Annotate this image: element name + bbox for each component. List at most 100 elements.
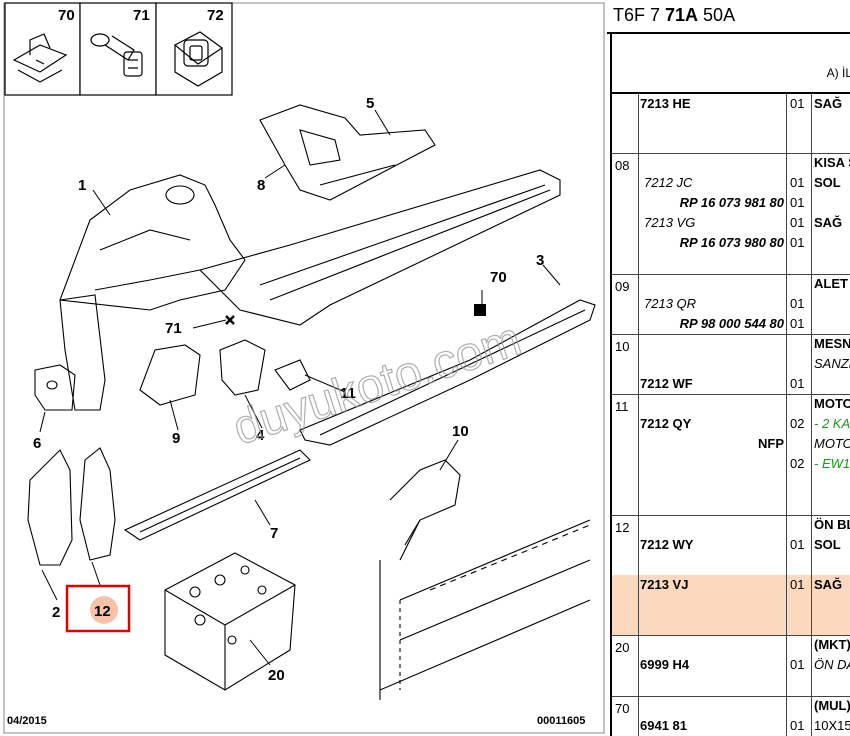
- callout-8: 8: [257, 177, 265, 194]
- quantity: 01: [790, 657, 805, 672]
- description: ALET: [814, 276, 848, 291]
- thumb-label-72: 72: [207, 7, 224, 24]
- column-divider: [811, 635, 812, 696]
- callout-1: 1: [78, 177, 86, 194]
- description: (MUL): [814, 698, 850, 713]
- part-reference: RP 98 000 544 80: [679, 316, 784, 331]
- description: - 2 KA: [814, 416, 850, 431]
- quantity: 01: [790, 235, 805, 250]
- item-number: 12: [615, 520, 630, 535]
- item-number: 70: [615, 701, 630, 716]
- callout-20: 20: [268, 667, 285, 684]
- fixing-point-square-icon: [474, 304, 486, 316]
- callout-2: 2: [52, 604, 60, 621]
- table-subheader: A) İL: [610, 34, 850, 94]
- quantity: 01: [790, 195, 805, 210]
- part-reference: 6999 H4: [640, 657, 690, 672]
- table-row[interactable]: 70 (MUL) 6941 81 01 10X15: [610, 696, 850, 736]
- callout-71: 71: [165, 320, 182, 337]
- pin-71-icon: [90, 33, 143, 77]
- part-reference: 7213 QR: [644, 296, 697, 311]
- quantity: 01: [790, 537, 805, 552]
- item-number: 11: [615, 399, 629, 414]
- column-divider: [811, 334, 812, 394]
- part-reference: 7212 QY: [640, 416, 692, 431]
- thumb-label-70: 70: [58, 7, 75, 24]
- quantity: 01: [790, 376, 805, 391]
- table-row[interactable]: 10 MESN SANZI 7212 WF 01: [610, 334, 850, 395]
- column-divider: [638, 515, 639, 575]
- part-reference: RP 16 073 981 80: [679, 195, 784, 210]
- column-divider: [811, 94, 812, 153]
- column-divider: [638, 94, 639, 153]
- column-divider: [811, 515, 812, 575]
- column-divider: [811, 394, 812, 515]
- table-header: T6F 7 71A 50A: [607, 0, 850, 34]
- item-number: 20: [615, 640, 630, 655]
- description: ÖN DA: [814, 657, 850, 672]
- description: SAĞ: [814, 577, 843, 592]
- description: MESN: [814, 336, 850, 351]
- description: SOL: [814, 537, 841, 552]
- quantity: 01: [790, 175, 805, 190]
- item-number: 10: [615, 339, 630, 354]
- callout-7: 7: [270, 525, 278, 542]
- quantity: 01: [790, 718, 805, 733]
- column-divider: [638, 334, 639, 394]
- table-row[interactable]: 20 (MKT) 6999 H4 01 ÖN DA: [610, 635, 850, 697]
- column-divider: [811, 153, 812, 274]
- part-reference: 7212 WY: [640, 537, 694, 552]
- thumb-label-71: 71: [133, 7, 150, 24]
- part-reference: 7213 HE: [640, 96, 691, 111]
- grommet-72-icon: [173, 31, 224, 87]
- diagram-date: 04/2015: [7, 715, 47, 727]
- quantity: 02: [790, 456, 805, 471]
- diagram-ref: 00011605: [537, 715, 585, 727]
- quantity: 01: [790, 215, 805, 230]
- column-divider: [811, 575, 812, 635]
- column-divider: [638, 153, 639, 274]
- callout-5: 5: [366, 95, 374, 112]
- column-divider: [638, 394, 639, 515]
- thumbnail-strip: 70 71 72: [4, 2, 233, 96]
- subheader-label: A) İL: [826, 66, 850, 80]
- column-divider: [786, 515, 787, 575]
- part-reference: 7212 JC: [644, 175, 693, 190]
- column-divider: [811, 274, 812, 334]
- description: MOTO: [814, 436, 850, 451]
- description: (MKT): [814, 637, 850, 652]
- clip-70-icon: [12, 33, 68, 83]
- parts-diagram: 70 71 72: [3, 2, 605, 734]
- quantity: 02: [790, 416, 805, 431]
- item-number: 08: [615, 158, 630, 173]
- callout-12: 12: [94, 603, 111, 620]
- column-divider: [786, 94, 787, 153]
- assembly-drawing: [27, 104, 596, 700]
- column-divider: [786, 153, 787, 274]
- part-reference: 7212 WF: [640, 376, 693, 391]
- column-divider: [786, 575, 787, 635]
- description: SANZI: [814, 356, 850, 371]
- quantity: 01: [790, 316, 805, 331]
- part-reference: RP 16 073 980 80: [679, 235, 784, 250]
- part-reference: 6941 81: [640, 718, 687, 733]
- description: KISA S: [814, 155, 850, 170]
- callout-3: 3: [536, 252, 544, 269]
- column-divider: [811, 696, 812, 736]
- description: 10X15: [814, 718, 850, 733]
- callout-6: 6: [33, 435, 41, 452]
- column-divider: [786, 334, 787, 394]
- callout-12-highlight[interactable]: 12: [65, 584, 131, 633]
- callout-9: 9: [172, 430, 180, 447]
- quantity: 01: [790, 296, 805, 311]
- column-divider: [638, 635, 639, 696]
- quantity: 01: [790, 96, 805, 111]
- description: SOL: [814, 175, 841, 190]
